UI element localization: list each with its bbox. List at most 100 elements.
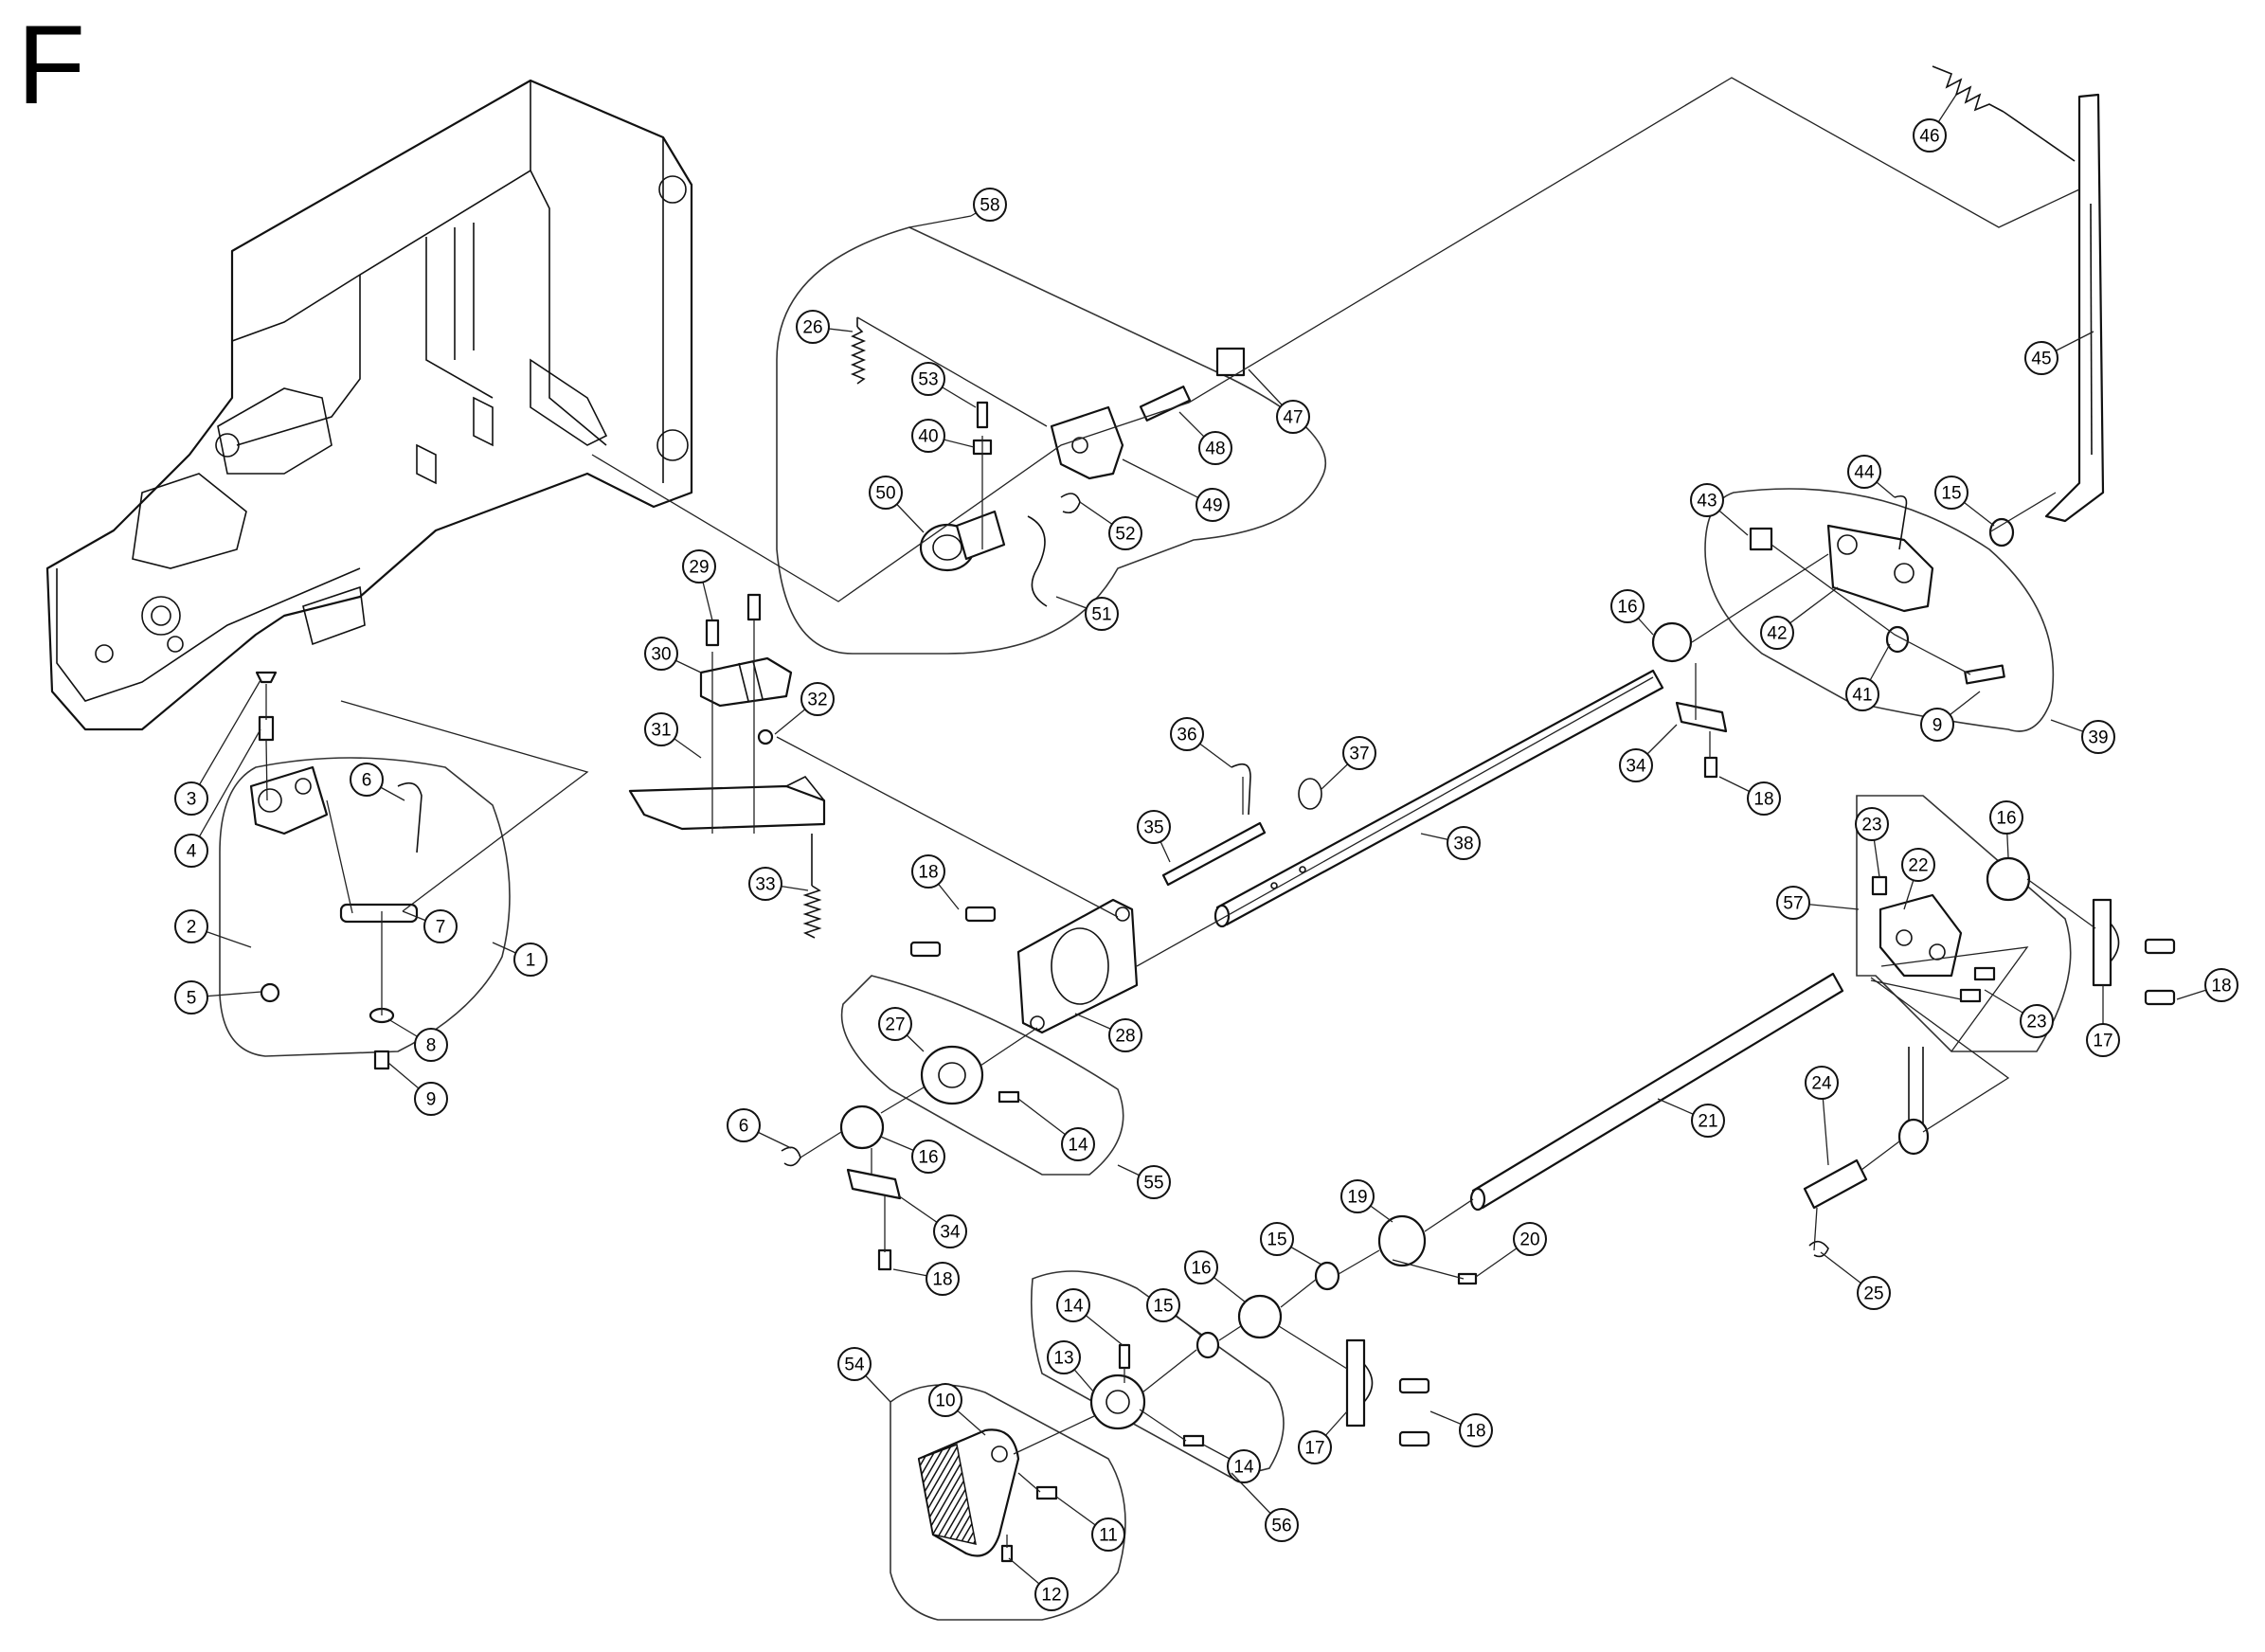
part-13-collar [1089, 1374, 1146, 1430]
callout-number: 37 [1349, 745, 1369, 764]
callout-number: 16 [1617, 598, 1637, 618]
callout-55: 55 [1117, 1164, 1171, 1199]
callout-number: 40 [918, 427, 938, 447]
callout-bubble [928, 1383, 962, 1417]
callout-number: 16 [1996, 809, 2016, 829]
callout-15: 15 [1146, 1288, 1202, 1337]
callout-bubble [911, 419, 945, 453]
callout-bubble [1091, 1517, 1125, 1552]
part-17-clamp-b [1345, 1338, 1374, 1428]
part-2-lever [249, 765, 329, 835]
part-34-plate-a [846, 1168, 902, 1200]
part-49-bracket [1050, 405, 1124, 480]
callout-48: 48 [1178, 411, 1232, 465]
callout-bubble [1265, 1508, 1299, 1542]
callout-number: 34 [1626, 757, 1646, 777]
callout-number: 23 [1861, 816, 1881, 835]
callout-bubble [1513, 1222, 1547, 1256]
callout-number: 31 [651, 721, 671, 741]
callout-3: 3 [174, 679, 261, 816]
callout-14: 14 [1202, 1444, 1261, 1483]
callout-number: 52 [1115, 525, 1135, 545]
callout-bubble [1920, 708, 1954, 742]
callout-bubble [1776, 886, 1810, 920]
callout-18: 18 [1718, 776, 1781, 816]
callout-number: 34 [940, 1223, 961, 1243]
callout-47: 47 [1248, 368, 1310, 434]
callout-8: 8 [387, 1018, 448, 1062]
part-10-gear [917, 1428, 1020, 1557]
part-15-washer-c [1195, 1331, 1220, 1359]
callout-number: 18 [932, 1270, 952, 1290]
part-42-bracket [1826, 524, 1934, 613]
callout-number: 47 [1283, 408, 1303, 428]
callout-36: 36 [1170, 717, 1232, 768]
part-25-clip [1808, 1240, 1829, 1258]
callout-19: 19 [1340, 1179, 1393, 1223]
callout-bubble [1056, 1288, 1090, 1322]
part-33-spring [802, 834, 822, 939]
callout-bubble [1855, 807, 1889, 841]
callout-number: 4 [187, 842, 197, 862]
callout-bubble [1137, 810, 1171, 844]
part-22-block [1879, 893, 1963, 978]
callout-bubble [1061, 1127, 1095, 1161]
callout-49: 49 [1122, 458, 1230, 522]
part-44-clip [1894, 494, 1908, 550]
callout-33: 33 [748, 867, 809, 901]
callout-10: 10 [928, 1383, 986, 1436]
callout-number: 22 [1908, 856, 1928, 876]
part-20-setscrew [1457, 1272, 1478, 1285]
part-5-nut [260, 982, 280, 1003]
part-18-screws-d [2144, 938, 2176, 1006]
callout-number: 12 [1041, 1586, 1061, 1606]
part-46-spring [1932, 65, 2076, 162]
part-6-clip-b [781, 1146, 801, 1167]
callout-number: 30 [651, 645, 671, 665]
part-18-screw-b [877, 1248, 892, 1271]
part-9-screw-b [1964, 664, 2005, 685]
callout-6: 6 [350, 763, 405, 801]
part-4-bolt [258, 715, 275, 742]
callout-bubble [837, 1347, 872, 1381]
part-30-block [699, 656, 793, 708]
part-31-plate [628, 775, 826, 831]
callout-number: 18 [918, 863, 938, 883]
callout-number: 49 [1202, 496, 1222, 516]
callout-bubble [414, 1082, 448, 1116]
callout-bubble [1108, 1018, 1142, 1052]
callout-number: 2 [187, 918, 197, 938]
part-48-pin [1139, 386, 1192, 422]
callout-17: 17 [1298, 1410, 1348, 1464]
callout-bubble [513, 943, 548, 977]
callout-number: 44 [1854, 463, 1875, 483]
callout-number: 26 [802, 318, 822, 338]
part-32-washer [757, 728, 774, 745]
callout-number: 23 [2026, 1013, 2046, 1032]
callout-bubble [2024, 341, 2058, 375]
callout-23: 23 [1855, 807, 1889, 878]
callout-bubble [1170, 717, 1204, 751]
callout-43: 43 [1690, 483, 1749, 536]
callout-number: 13 [1053, 1349, 1073, 1369]
part-17-clamp-a [2092, 898, 2120, 987]
callout-1: 1 [492, 942, 548, 977]
part-53-screw [976, 401, 989, 429]
callout-bubble [727, 1108, 761, 1142]
callout-bubble [926, 1262, 960, 1296]
callout-bubble [2081, 720, 2115, 754]
callout-45: 45 [2024, 331, 2094, 375]
callout-number: 3 [187, 790, 197, 810]
callout-bubble [933, 1214, 967, 1248]
callout-leader [190, 679, 261, 799]
group-outline-58 [776, 226, 1326, 655]
callout-34: 34 [897, 1194, 967, 1248]
callout-bubble [1227, 1449, 1261, 1483]
part-47-block [1215, 347, 1246, 377]
callout-number: 16 [918, 1148, 938, 1168]
callout-35: 35 [1137, 810, 1171, 863]
part-24-pin [1803, 1158, 1868, 1210]
callout-28: 28 [1074, 1013, 1142, 1052]
part-43-block [1749, 527, 1773, 551]
